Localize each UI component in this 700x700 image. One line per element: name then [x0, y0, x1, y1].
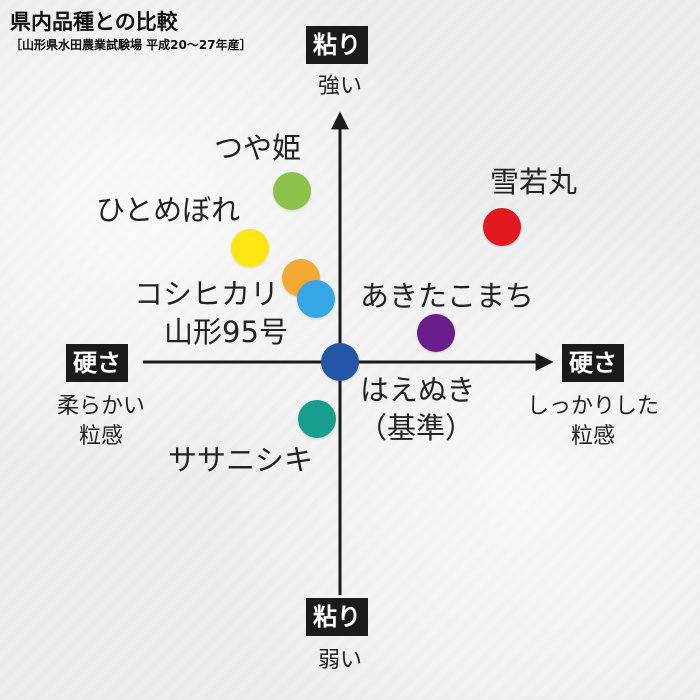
variety-dot-akitakomachi	[417, 314, 455, 352]
variety-label-sasanishiki: ササニシキ	[168, 443, 314, 477]
variety-dot-sasanishiki	[298, 400, 336, 438]
right-axis-note-line1: しっかりした	[526, 394, 659, 419]
right-axis-note: しっかりした 粒感	[518, 392, 668, 452]
left-axis-note-line2: 粒感	[78, 424, 123, 449]
variety-label-yukiwakamaru: 雪若丸	[490, 165, 578, 199]
variety-label-hitomebore: ひとめぼれ	[96, 193, 241, 227]
variety-label-tsuyahime: つや姫	[214, 131, 302, 165]
variety-label-koshihikari: コシヒカリ	[134, 277, 280, 311]
page-subtitle: ［山形県水田農業試験場 平成20～27年産］	[10, 38, 252, 52]
left-axis-note-line1: 柔らかい	[56, 394, 145, 419]
bottom-axis-note: 弱い	[317, 648, 362, 673]
variety-dot-yamagata95	[297, 280, 335, 318]
page-title: 県内品種との比較	[10, 10, 178, 34]
bottom-axis-badge: 粘り	[306, 598, 368, 636]
right-axis-note-line2: 粒感	[570, 424, 615, 449]
variety-label-haenuki-reference: （基準）	[358, 411, 475, 445]
variety-dot-yukiwakamaru	[483, 208, 521, 246]
top-axis-note: 強い	[317, 74, 362, 99]
variety-label-yamagata95: 山形95号	[164, 315, 288, 349]
variety-dot-tsuyahime	[273, 172, 311, 210]
variety-label-akitakomachi: あきたこまち	[360, 279, 535, 313]
top-axis-badge: 粘り	[306, 26, 368, 64]
left-axis-badge: 硬さ	[66, 344, 128, 382]
left-axis-note: 柔らかい 粒感	[36, 392, 166, 452]
variety-dot-haenuki	[321, 343, 359, 381]
variety-label-haenuki: はえぬき	[360, 373, 476, 407]
variety-dot-hitomebore	[231, 229, 269, 267]
right-axis-badge: 硬さ	[562, 344, 624, 382]
